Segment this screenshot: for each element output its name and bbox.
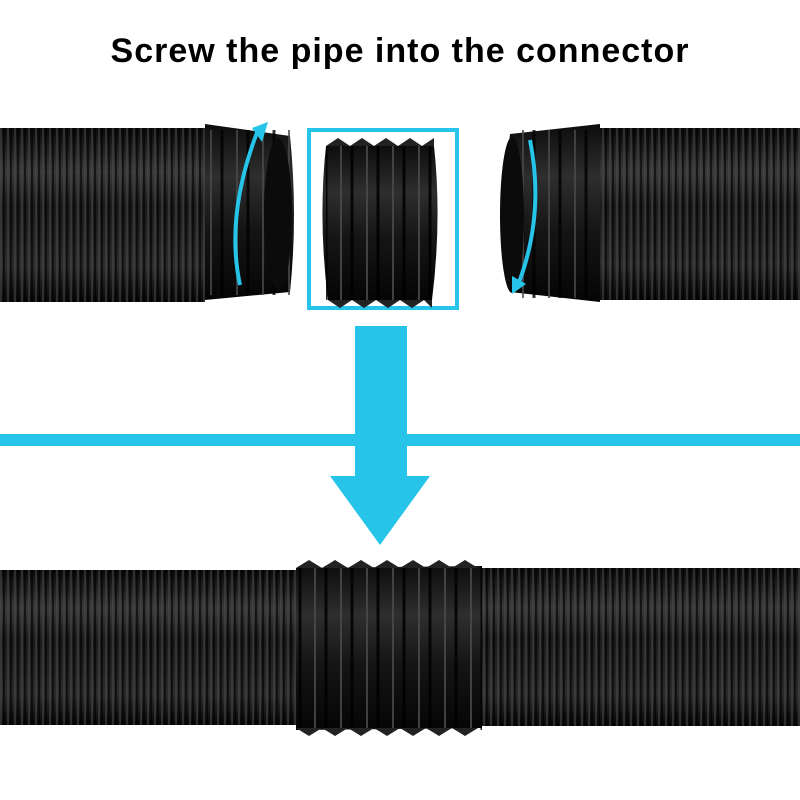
instruction-title: Screw the pipe into the connector [110,32,690,70]
rotate-arrow-icon [516,139,538,286]
left-pipe [0,124,294,302]
rotate-arrow-head [512,276,526,294]
connector-highlight [307,128,459,310]
assembled-hose [0,560,800,736]
rotate-arrow-head [252,122,268,142]
right-pipe [500,124,800,302]
rotate-arrow-icon [233,129,260,286]
down-arrow-icon [330,326,430,545]
